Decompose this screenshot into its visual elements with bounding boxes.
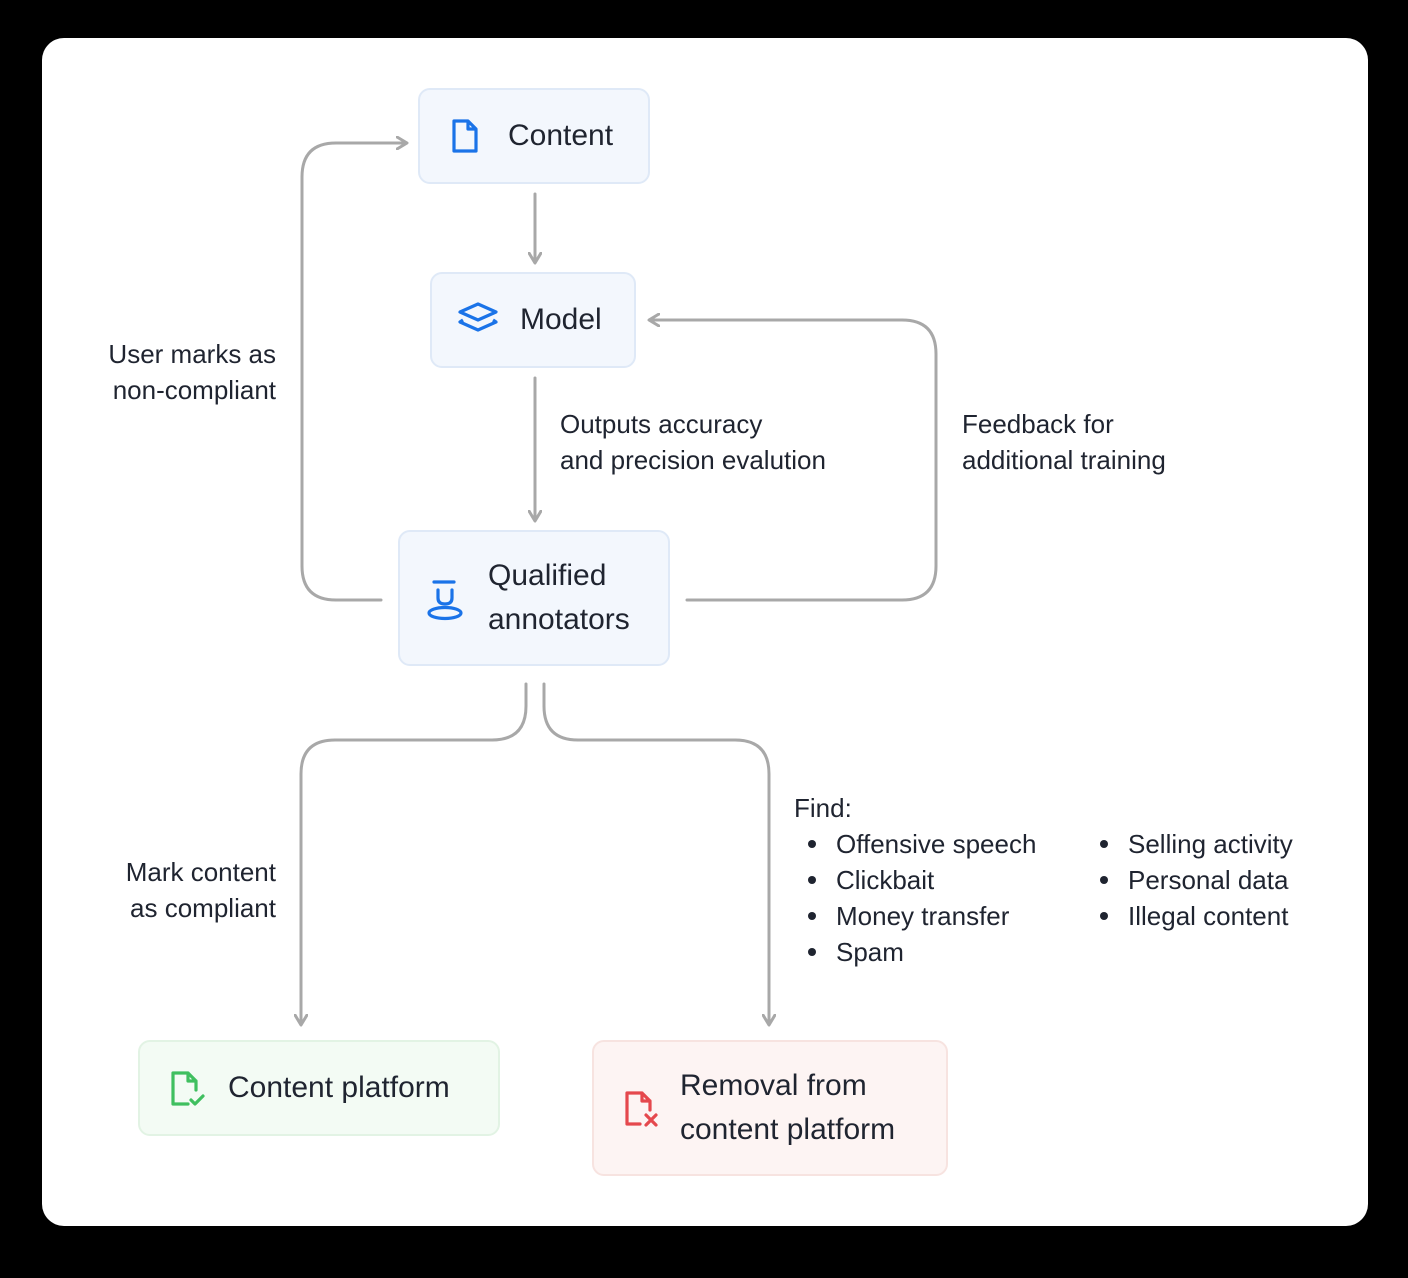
edge-annotators-to-platform xyxy=(301,682,528,1024)
content-node[interactable]: Content xyxy=(418,88,650,184)
content-platform-node-label: Content platform xyxy=(228,1071,450,1104)
find-item: Selling activity xyxy=(1100,826,1293,862)
outputs-edge-label: Outputs accuracy and precision evalution xyxy=(560,409,826,475)
annotator-icon xyxy=(424,574,468,622)
diagram-card xyxy=(42,38,1368,1226)
model-node[interactable]: Model xyxy=(430,272,636,368)
content-node-label: Content xyxy=(508,119,614,152)
edge-annotators-to-model xyxy=(650,320,938,602)
find-list-col2: Selling activity Personal data Illegal c… xyxy=(1100,826,1293,934)
non-compliant-edge-label: User marks as non-compliant xyxy=(108,339,276,405)
document-check-icon xyxy=(164,1066,208,1110)
document-icon xyxy=(444,116,484,156)
content-platform-node[interactable]: Content platform xyxy=(138,1040,500,1136)
edge-annotators-to-removal xyxy=(542,682,769,1024)
find-list-col1: Offensive speech Clickbait Money transfe… xyxy=(808,826,1036,970)
compliant-edge-label: Mark content as compliant xyxy=(125,857,276,923)
find-item: Clickbait xyxy=(808,862,1036,898)
find-item: Money transfer xyxy=(808,898,1036,934)
model-node-label: Model xyxy=(520,303,602,336)
document-x-icon xyxy=(618,1086,662,1130)
feedback-edge-label: Feedback for additional training xyxy=(962,409,1166,475)
find-item: Illegal content xyxy=(1100,898,1293,934)
edge-annotators-to-content xyxy=(300,143,406,602)
layers-icon xyxy=(456,300,500,340)
find-heading: Find: xyxy=(794,793,852,823)
removal-node-label: Removal from content platform xyxy=(680,1069,896,1146)
annotators-node[interactable]: Qualified annotators xyxy=(398,530,670,666)
find-item: Offensive speech xyxy=(808,826,1036,862)
find-item: Spam xyxy=(808,934,1036,970)
removal-node[interactable]: Removal from content platform xyxy=(592,1040,948,1176)
find-item: Personal data xyxy=(1100,862,1293,898)
annotators-node-label: Qualified annotators xyxy=(488,559,630,636)
